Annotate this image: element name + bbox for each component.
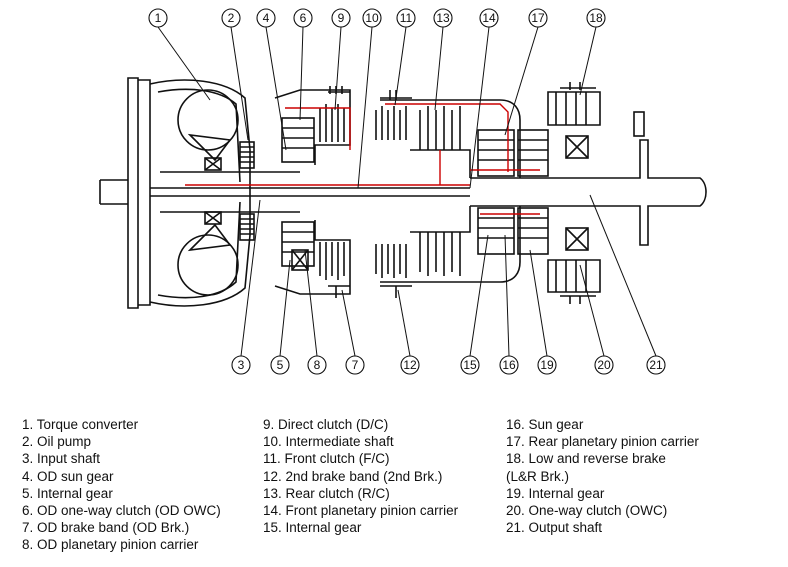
legend-item: 11. Front clutch (F/C) (263, 451, 390, 467)
legend-item: 1. Torque converter (22, 417, 139, 432)
callout-number: 11 (400, 11, 413, 25)
callout-12: 12 (400, 355, 420, 375)
callout-7: 7 (345, 355, 365, 375)
legend-item: 21. Output shaft (506, 520, 603, 536)
legend-item: 7. OD brake band (OD Brk.) (22, 520, 190, 536)
callout-number: 9 (338, 11, 345, 25)
callout-number: 14 (482, 11, 496, 25)
callout-number: 15 (463, 358, 477, 372)
oil-pump (239, 141, 255, 241)
callout-15: 15 (460, 355, 480, 375)
callout-number: 2 (228, 11, 235, 25)
callout-19: 19 (537, 355, 557, 375)
legend-item: (L&R Brk.) (506, 468, 570, 484)
callout-number: 20 (597, 358, 611, 372)
legend-item: 3. Input shaft (22, 451, 101, 467)
callout-number: 3 (238, 358, 245, 372)
callout-10: 10 (362, 8, 382, 28)
callout-21: 21 (646, 355, 666, 375)
callout-number: 5 (277, 358, 284, 372)
legend-column-2: 9. Direct clutch (D/C) 10. Intermediate … (263, 416, 458, 536)
legend-item: 2. Oil pump (22, 434, 92, 450)
input-shaft (99, 171, 470, 213)
callout-14: 14 (479, 8, 499, 28)
callout-number: 16 (502, 358, 516, 372)
od-section (274, 86, 351, 298)
callout-20: 20 (594, 355, 614, 375)
legend-item: 17. Rear planetary pinion carrier (506, 434, 699, 450)
callout-number: 7 (352, 358, 359, 372)
callout-number: 6 (300, 11, 307, 25)
legend-item: 5. Internal gear (22, 485, 113, 501)
callout-1: 1 (148, 8, 168, 28)
legend-item: 12. 2nd brake band (2nd Brk.) (263, 468, 443, 484)
callout-3: 3 (231, 355, 251, 375)
callout-number: 1 (155, 11, 162, 25)
legend-item: 8. OD planetary pinion carrier (22, 537, 199, 553)
callout-16: 16 (499, 355, 519, 375)
callout-number: 8 (314, 358, 321, 372)
legend-column-3: 16. Sun gear 17. Rear planetary pinion c… (506, 416, 699, 536)
legend-item: 18. Low and reverse brake (506, 451, 666, 467)
callout-2: 2 (221, 8, 241, 28)
legend-item: 14. Front planetary pinion carrier (263, 503, 459, 519)
callout-number: 4 (263, 11, 270, 25)
leader-lines (157, 26, 657, 357)
legend-item: 13. Rear clutch (R/C) (263, 485, 390, 501)
legend-item: 15. Internal gear (263, 520, 362, 536)
output-shaft (470, 111, 707, 246)
legend-column-1: 1. Torque converter 2. Oil pump 3. Input… (22, 416, 221, 554)
power-flow-path (185, 103, 540, 215)
legend-item: 6. OD one-way clutch (OD OWC) (22, 503, 221, 519)
callout-11: 11 (396, 8, 416, 28)
callout-17: 17 (528, 8, 548, 28)
callout-number: 21 (649, 358, 663, 372)
callout-4: 4 (256, 8, 276, 28)
callout-number: 13 (436, 11, 450, 25)
callout-number: 18 (589, 11, 603, 25)
callout-5: 5 (270, 355, 290, 375)
legend-item: 9. Direct clutch (D/C) (263, 417, 389, 432)
legend-item: 19. Internal gear (506, 485, 605, 501)
callout-number: 19 (540, 358, 554, 372)
callout-number: 17 (531, 11, 545, 25)
callout-9: 9 (331, 8, 351, 28)
legend-item: 20. One-way clutch (OWC) (506, 503, 668, 519)
callout-number: 10 (365, 11, 379, 25)
callout-13: 13 (433, 8, 453, 28)
callout-8: 8 (307, 355, 327, 375)
legend-item: 16. Sun gear (506, 417, 584, 432)
legend-item: 10. Intermediate shaft (263, 434, 394, 450)
callout-6: 6 (293, 8, 313, 28)
clutch-section (375, 90, 521, 298)
callout-number: 12 (403, 358, 417, 372)
torque-converter (127, 77, 251, 309)
callout-18: 18 (586, 8, 606, 28)
legend-item: 4. OD sun gear (22, 468, 114, 484)
